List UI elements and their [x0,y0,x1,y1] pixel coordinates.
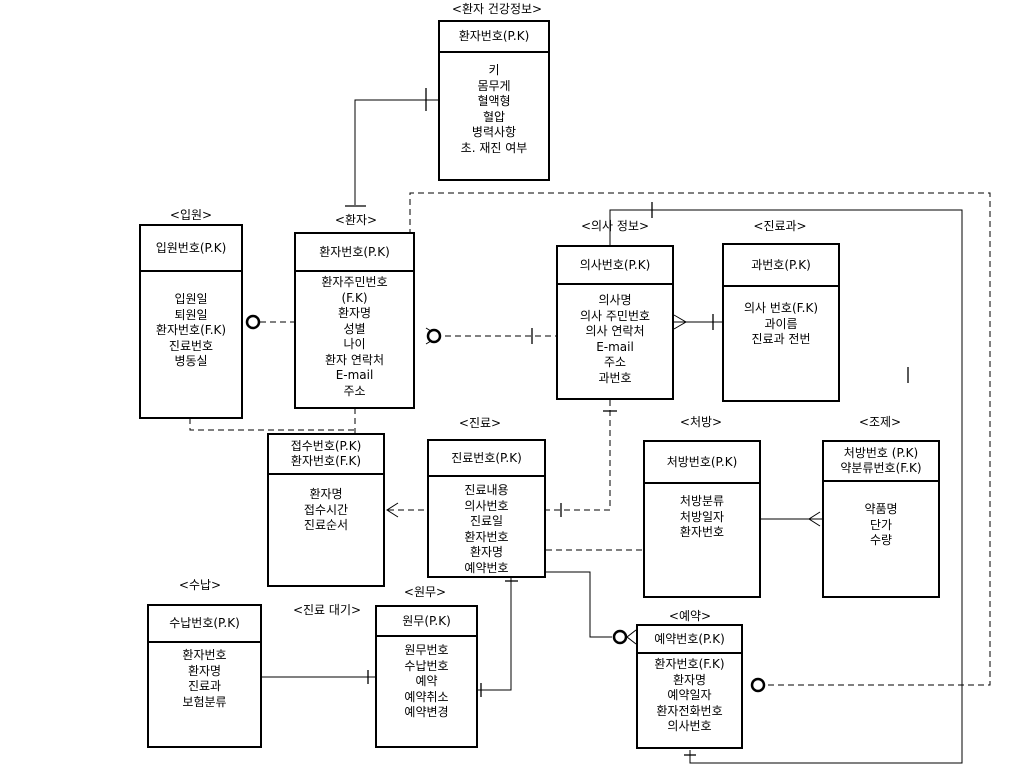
admission-title: <입원> [169,208,213,222]
entity-key: 환자번호(P.K) [296,234,413,272]
department-title: <진료과> [753,219,807,233]
waiting-title: <진료 대기> [292,603,362,617]
prescription-title: <처방> [679,415,723,429]
entity-key: 의사번호(P.K) [558,247,672,285]
entity-key: 환자번호(P.K) [440,22,548,53]
dispensing-title: <조제> [858,415,902,429]
entity-key: 처방번호 (P.K)약분류번호(F.K) [824,442,938,482]
entity-key: 수납번호(P.K) [149,606,260,643]
entity-key: 처방번호(P.K) [645,442,759,484]
reservation-title: <예약> [668,609,712,623]
entity-key: 원무(P.K) [377,607,476,637]
entity-key: 접수번호(P.K)환자번호(F.K) [269,435,383,475]
entity-key: 예약번호(P.K) [638,626,741,654]
patient-title: <환자> [334,213,378,227]
admin-title: <원무> [403,585,447,599]
entity-key: 입원번호(P.K) [141,226,241,272]
doctor-info-title: <의사 정보> [580,219,650,233]
entity-key: 진료번호(P.K) [429,441,544,477]
entity-key: 과번호(P.K) [724,245,838,287]
treatment-title: <진료> [458,416,502,430]
payment-title: <수납> [178,578,222,592]
health-info-title: <환자 건강정보> [451,2,543,16]
